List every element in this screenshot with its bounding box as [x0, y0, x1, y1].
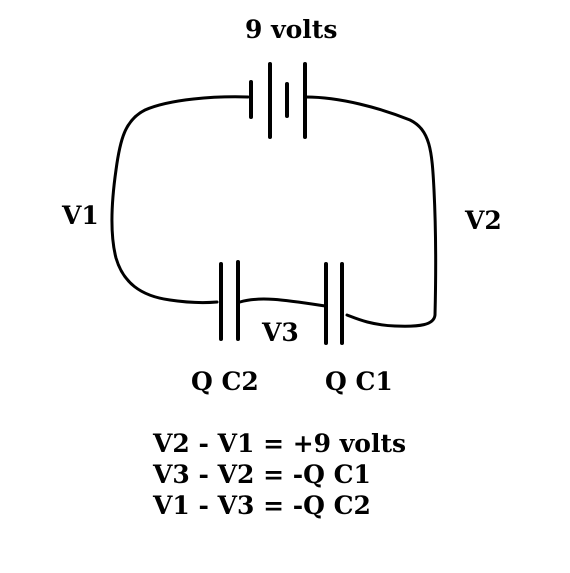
wire-between-capacitors: [238, 297, 327, 308]
capacitor-c1: [324, 262, 344, 345]
circuit-wires: [110, 95, 438, 328]
wire-battery-right: [304, 95, 438, 328]
capacitor-c2: [219, 260, 240, 341]
capacitor-label-c2: Q C2: [191, 367, 259, 396]
battery: [249, 62, 307, 139]
equation-line: V2 - V1 = +9 volts: [152, 429, 406, 458]
wire-battery-left: [110, 95, 250, 305]
battery-label: 9 volts: [245, 15, 337, 44]
equation-line: V1 - V3 = -Q C2: [152, 491, 371, 520]
node-label-v3: V3: [261, 318, 299, 347]
equation-line: V3 - V2 = -Q C1: [152, 460, 371, 489]
capacitor-label-c1: Q C1: [325, 367, 393, 396]
equations: V2 - V1 = +9 volts V3 - V2 = -Q C1 V1 - …: [152, 429, 406, 520]
node-label-v1: V1: [61, 201, 99, 230]
node-label-v2: V2: [464, 206, 502, 235]
